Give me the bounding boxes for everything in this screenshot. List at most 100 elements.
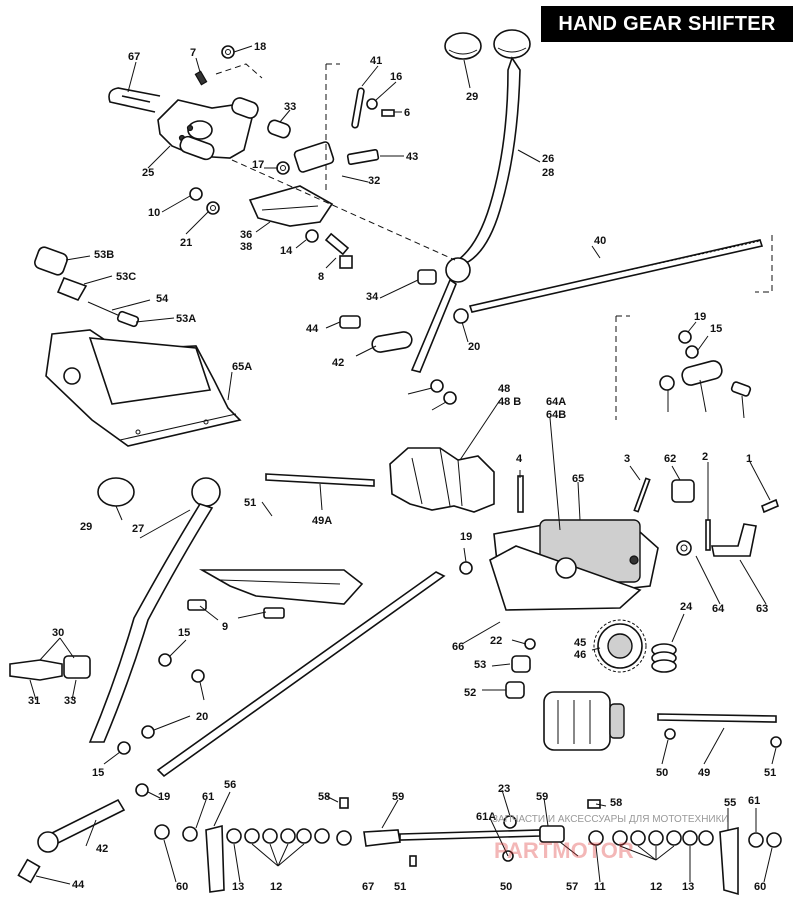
part-number-label: 28 bbox=[542, 167, 554, 179]
shifter-cam-48 bbox=[389, 447, 495, 513]
shifter-housing-65 bbox=[489, 519, 659, 611]
part-number-label: 60 bbox=[754, 881, 766, 893]
part-number-label: 13 bbox=[682, 881, 694, 893]
part-number-label: 18 bbox=[254, 41, 266, 53]
part-number-label: 33 bbox=[284, 101, 296, 113]
bottom-parts-right bbox=[502, 799, 782, 896]
rod-end-right bbox=[659, 330, 752, 397]
watermark-line: ЗАПЧАСТИ И АКСЕССУАРЫ ДЛЯ МОТОТЕХНИКИ bbox=[492, 814, 729, 825]
part-number-label: 20 bbox=[468, 341, 480, 353]
part-number-label: 6 bbox=[404, 107, 410, 119]
part-number-label: 31 bbox=[28, 695, 40, 707]
part-number-label: 42 bbox=[332, 357, 344, 369]
part-number-label: 65A bbox=[232, 361, 252, 373]
part-number-label: 12 bbox=[270, 881, 282, 893]
part-number-label: 15 bbox=[92, 767, 104, 779]
part-number-label: 50 bbox=[656, 767, 668, 779]
part-number-label: 19 bbox=[694, 311, 706, 323]
part-number-label: 29 bbox=[80, 521, 92, 533]
part-number-label: 52 bbox=[464, 687, 476, 699]
part-number-label: 64A bbox=[546, 396, 566, 408]
part-number-label: 41 bbox=[370, 55, 382, 67]
part-number-label: 43 bbox=[406, 151, 418, 163]
part-number-label: 13 bbox=[232, 881, 244, 893]
part-number-label: 58 bbox=[318, 791, 330, 803]
part-number-label: 49A bbox=[312, 515, 332, 527]
cover-housing-65a bbox=[45, 329, 242, 447]
part-number-label: 27 bbox=[132, 523, 144, 535]
watermark-brand: PARTMOTOR bbox=[494, 838, 634, 863]
rod-end-parts bbox=[339, 269, 469, 405]
part-number-label: 33 bbox=[64, 695, 76, 707]
pivot-bolt-31-33 bbox=[9, 655, 91, 681]
part-number-label: 57 bbox=[566, 881, 578, 893]
part-number-label: 58 bbox=[610, 797, 622, 809]
part-number-label: 44 bbox=[72, 879, 85, 891]
spring-24 bbox=[651, 643, 677, 673]
washers-left bbox=[117, 653, 205, 797]
part-number-label: 15 bbox=[178, 627, 190, 639]
leader-lines bbox=[29, 45, 777, 885]
part-number-label: 21 bbox=[180, 237, 192, 249]
part-number-label: 3 bbox=[624, 453, 630, 465]
bolt-8 bbox=[324, 232, 353, 269]
part-number-label: 24 bbox=[680, 601, 693, 613]
shaft-49 bbox=[657, 713, 782, 748]
spacer-rollers bbox=[179, 97, 291, 161]
shift-rod-long bbox=[156, 571, 446, 778]
part-number-label: 65 bbox=[572, 473, 584, 485]
part-number-label: 53B bbox=[94, 249, 114, 261]
part-number-label: 61 bbox=[748, 795, 760, 807]
part-number-label: 53A bbox=[176, 313, 196, 325]
part-number-label: 63 bbox=[756, 603, 768, 615]
part-number-label: 67 bbox=[128, 51, 140, 63]
part-number-label: 62 bbox=[664, 453, 676, 465]
part-number-label: 59 bbox=[392, 791, 404, 803]
part-number-label: 55 bbox=[724, 797, 736, 809]
part-number-label: 17 bbox=[252, 159, 264, 171]
shifter-knobs-lower bbox=[97, 477, 221, 507]
part-number-label: 34 bbox=[366, 291, 379, 303]
part-number-label: 32 bbox=[368, 175, 380, 187]
detent-parts bbox=[505, 638, 536, 699]
small-parts-center bbox=[459, 475, 779, 575]
part-number-label: 44 bbox=[306, 323, 319, 335]
part-number-label: 64B bbox=[546, 409, 566, 421]
bracket-plate-9 bbox=[187, 569, 364, 619]
part-number-label: 49 bbox=[698, 767, 710, 779]
part-number-label: 1 bbox=[746, 453, 752, 465]
part-number-label: 19 bbox=[460, 531, 472, 543]
part-number-label: 50 bbox=[500, 881, 512, 893]
part-number-label: 60 bbox=[176, 881, 188, 893]
diagram-title: HAND GEAR SHIFTER bbox=[541, 6, 793, 42]
part-number-label: 20 bbox=[196, 711, 208, 723]
part-number-label: 14 bbox=[280, 245, 293, 257]
part-number-label: 48 bbox=[498, 383, 510, 395]
part-number-label: 54 bbox=[156, 293, 169, 305]
part-number-label: 4 bbox=[516, 453, 523, 465]
part-number-label: 10 bbox=[148, 207, 160, 219]
clevis-32 bbox=[293, 87, 395, 173]
bottom-parts-left bbox=[154, 824, 352, 893]
cover-plate-36 bbox=[248, 185, 334, 227]
part-number-label: 66 bbox=[452, 641, 464, 653]
part-number-label: 11 bbox=[594, 881, 606, 893]
shifter-rod-40 bbox=[468, 239, 764, 313]
part-number-label: 8 bbox=[318, 271, 324, 283]
part-number-label: 36 bbox=[240, 229, 252, 241]
part-number-label: 51 bbox=[764, 767, 776, 779]
part-number-label: 26 bbox=[542, 153, 554, 165]
shifter-drum bbox=[543, 691, 625, 751]
part-number-label: 45 bbox=[574, 637, 586, 649]
part-number-label: 16 bbox=[390, 71, 402, 83]
shifter-lever-26 bbox=[410, 56, 521, 373]
part-number-label: 53 bbox=[474, 659, 486, 671]
rod-end-42-lower bbox=[17, 798, 126, 884]
part-number-label: 30 bbox=[52, 627, 64, 639]
part-number-label: 29 bbox=[466, 91, 478, 103]
part-number-label: 61 bbox=[202, 791, 214, 803]
u-bolt-67 bbox=[108, 87, 161, 113]
part-number-label: 61A bbox=[476, 811, 496, 823]
plunger-parts bbox=[34, 246, 140, 328]
